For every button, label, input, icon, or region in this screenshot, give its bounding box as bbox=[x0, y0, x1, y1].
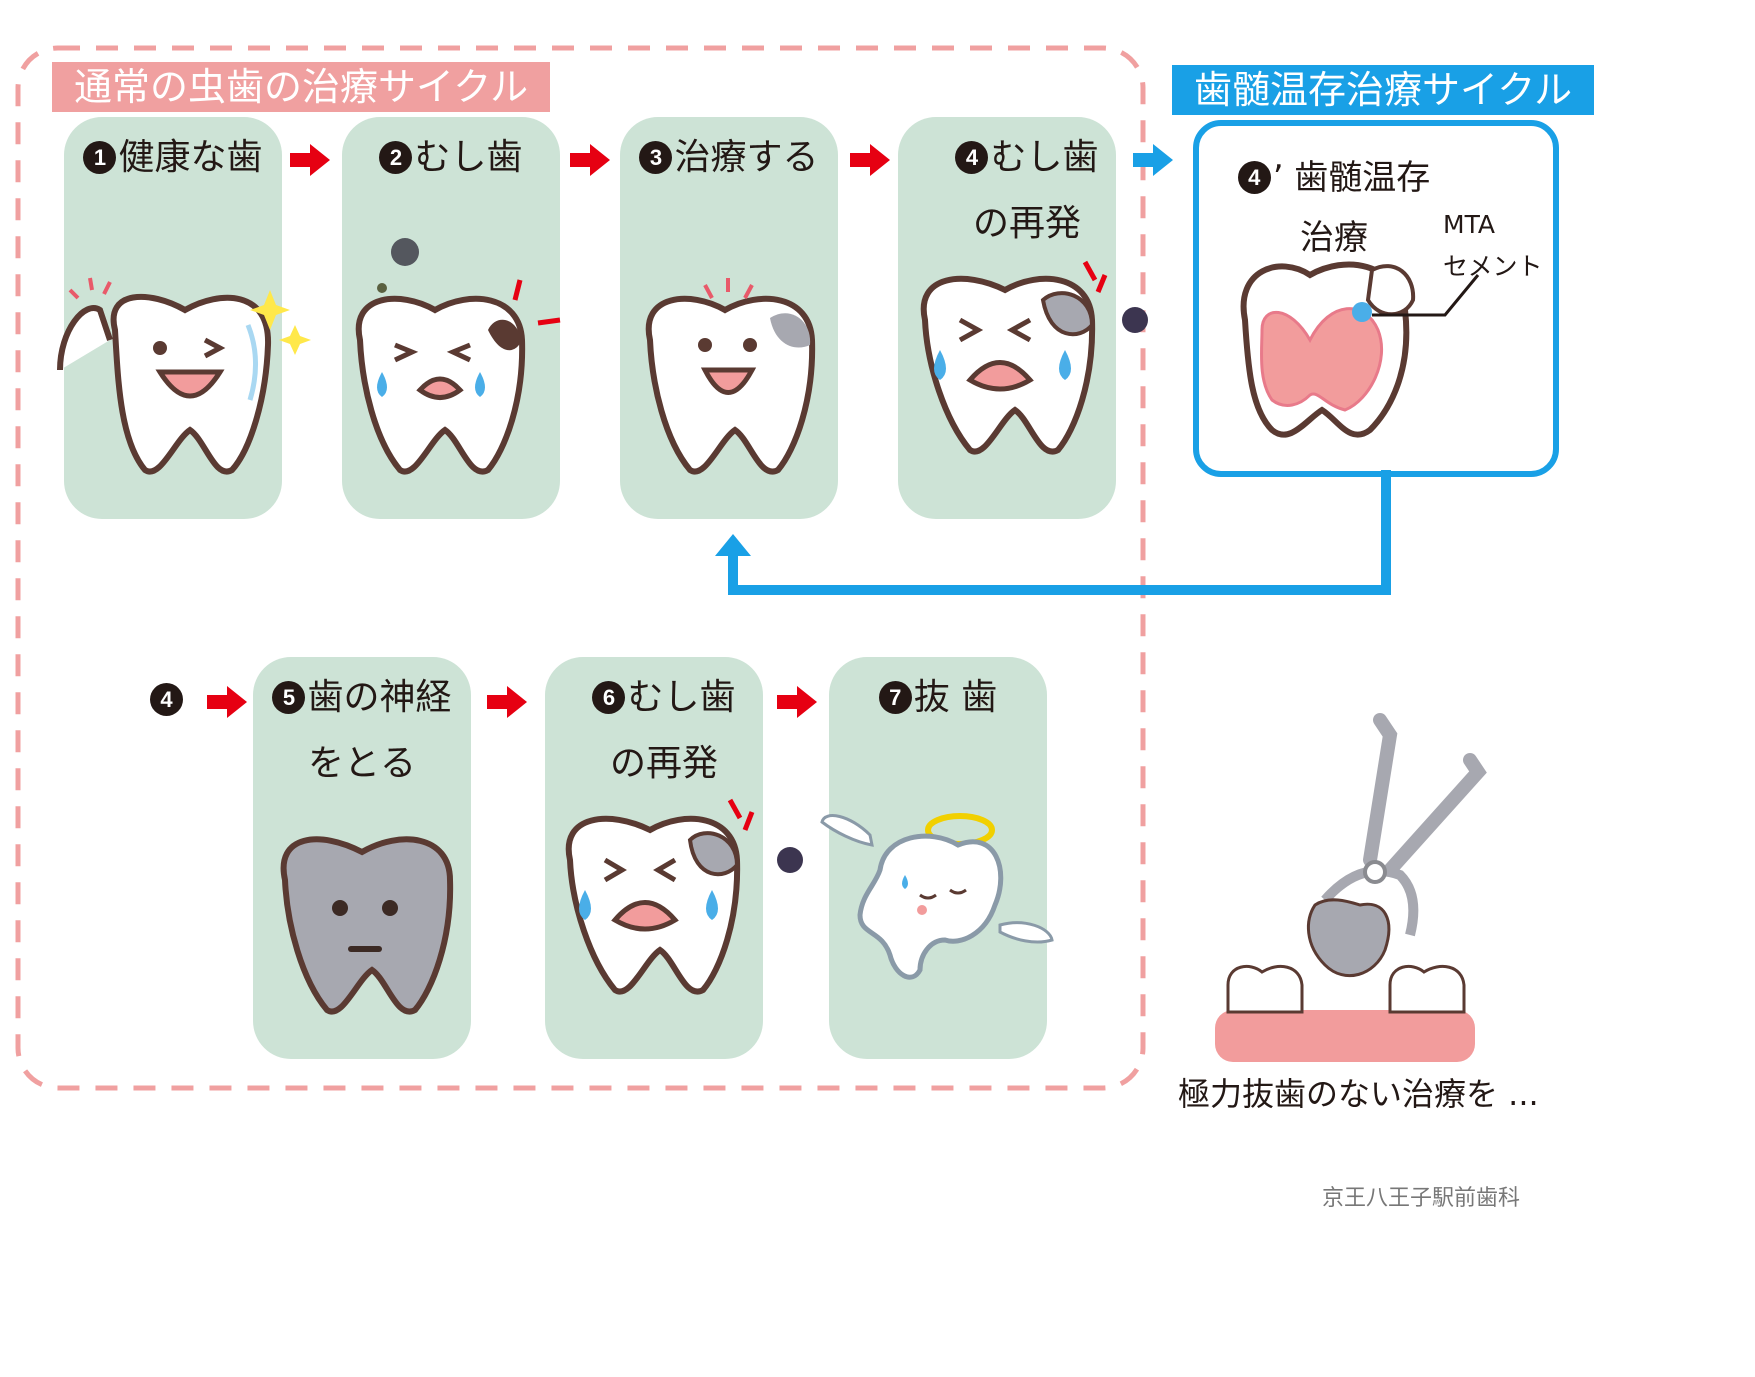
step-5-label: 歯の神経 をとる bbox=[307, 677, 452, 784]
step-6-number: 6 bbox=[592, 681, 626, 714]
mta-cement-label: MTA セメント bbox=[1443, 210, 1543, 281]
arrow-2-3 bbox=[570, 144, 610, 176]
pulp-step-number: 4 bbox=[1237, 161, 1271, 194]
arrow-1-2 bbox=[290, 144, 330, 176]
arrow-4-pulp bbox=[1133, 144, 1173, 176]
arrow-3-4 bbox=[850, 144, 890, 176]
step-7-label: 抜 歯 bbox=[913, 677, 998, 718]
pulp-return-connector bbox=[728, 470, 1391, 595]
arrow-5-6 bbox=[487, 686, 527, 718]
cavity-tooth-illustration bbox=[355, 238, 561, 475]
pulp-cycle-title: 歯髄温存治療サイクル bbox=[1172, 65, 1595, 115]
bottom-start-marker: 4 bbox=[150, 683, 185, 716]
step-5-number: 5 bbox=[272, 681, 306, 714]
step-1-label: 健康な歯 bbox=[118, 137, 263, 178]
step-1-number: 1 bbox=[83, 141, 117, 174]
step-4-number: 4 bbox=[955, 141, 989, 174]
devitalized-tooth-illustration bbox=[280, 836, 454, 1015]
clinic-credit: 京王八王子駅前歯科 bbox=[1322, 1186, 1521, 1211]
second-recurrence-tooth-illustration bbox=[565, 798, 803, 995]
step-2-label: むし歯 bbox=[414, 137, 523, 178]
step-3-number: 3 bbox=[639, 141, 673, 174]
treated-tooth-illustration bbox=[645, 278, 816, 475]
step-7-number: 7 bbox=[878, 681, 912, 714]
forceps-extraction-illustration bbox=[1215, 713, 1487, 1062]
normal-cycle-title: 通常の虫歯の治療サイクル bbox=[52, 62, 551, 112]
step-2-number: 2 bbox=[379, 141, 413, 174]
healthy-tooth-illustration bbox=[57, 277, 311, 475]
step-3-label: 治療する bbox=[674, 137, 819, 178]
pulp-step-label: ’ 歯髄温存 治療 bbox=[1272, 158, 1431, 258]
closing-caption: 極力抜歯のない治療を ... bbox=[1178, 1075, 1539, 1113]
arrow-4-5 bbox=[207, 686, 247, 718]
recurrence-tooth-illustration bbox=[920, 260, 1148, 455]
step-6-label: むし歯 の再発 bbox=[609, 677, 736, 784]
arrow-6-7 bbox=[777, 686, 817, 718]
step-4-label: むし歯 の再発 bbox=[972, 137, 1099, 244]
pulp-capping-tooth-illustration bbox=[1240, 261, 1480, 438]
extracted-tooth-angel-illustration bbox=[820, 813, 1054, 980]
